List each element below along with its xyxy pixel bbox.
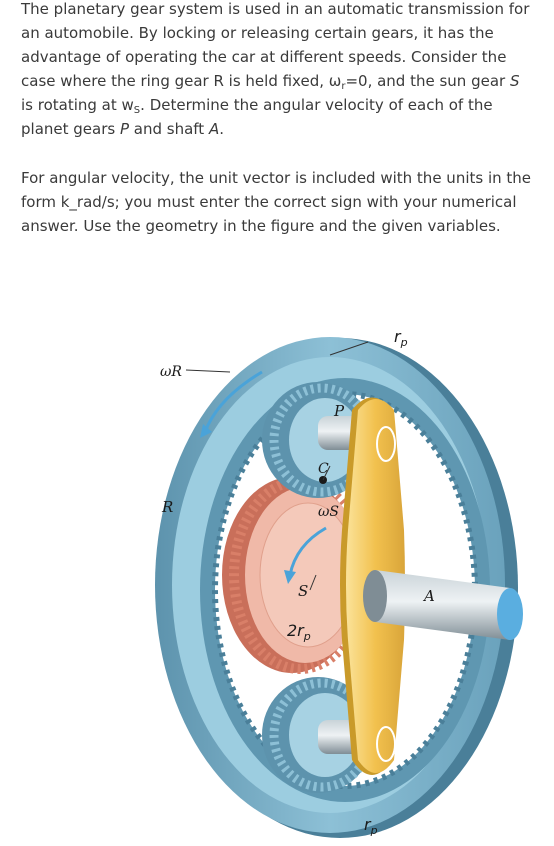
label-r: R: [161, 498, 173, 516]
label-a: A: [422, 587, 435, 605]
omega-r-subscript: r: [341, 81, 346, 92]
problem-statement: The planetary gear system is used in an …: [21, 0, 536, 141]
var-p: P: [119, 120, 130, 138]
omega-r-leader: [185, 369, 231, 373]
problem-text-5: and shaft: [129, 120, 209, 138]
label-omega-r: ωR: [160, 364, 182, 380]
s-point-mark: [309, 574, 317, 591]
problem-text-4: . Determine the angular velocity of each…: [21, 96, 493, 138]
label-rp-top-sub: p: [400, 336, 408, 349]
problem-text-2: =0, and the sun gear: [345, 72, 510, 90]
label-omega-s: ωS: [318, 504, 339, 520]
problem-text-3: is rotating at w: [21, 96, 134, 114]
instructions: For angular velocity, the unit vector is…: [21, 169, 532, 235]
w-s-subscript: S: [133, 105, 141, 116]
rotation-arrows: [200, 370, 327, 584]
label-rp-top-main: r: [394, 327, 402, 346]
label-two-rp-sub: p: [303, 630, 311, 643]
label-c: C: [318, 461, 329, 477]
var-a: A: [208, 120, 220, 138]
problem-text-6: .: [219, 120, 224, 138]
var-s: S: [509, 72, 520, 90]
planetary-gear-figure: ωR R P C ωS S 2rp A rp rp: [155, 327, 523, 838]
label-two-rp-main: 2r: [287, 621, 305, 640]
label-rp-bottom-main: r: [364, 815, 372, 834]
label-rp-bottom-sub: p: [370, 824, 378, 837]
label-rp-top: rp: [394, 327, 408, 349]
label-p: P: [333, 402, 345, 420]
rp-top-leader: [329, 341, 369, 356]
label-two-rp: 2rp: [287, 621, 311, 643]
label-s: S: [298, 582, 308, 600]
label-rp-bottom: rp: [364, 815, 378, 837]
shaft-a: [363, 570, 523, 640]
problem-text-1: The planetary gear system is used in an …: [21, 0, 530, 90]
